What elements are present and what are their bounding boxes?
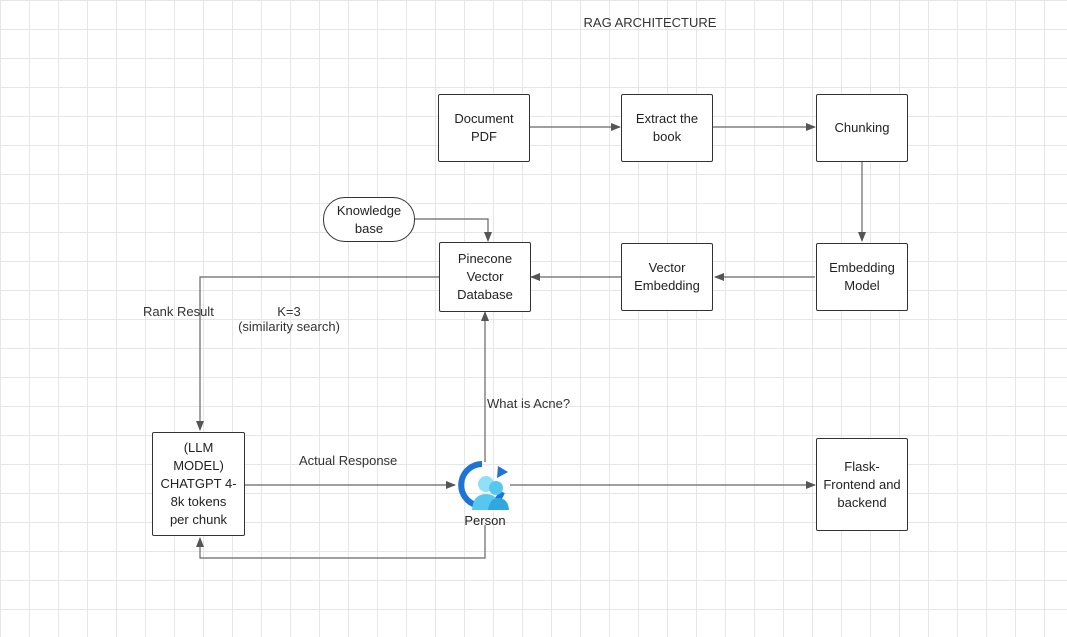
node-vector-embedding[interactable]: Vector Embedding — [621, 243, 713, 311]
node-knowledge-base[interactable]: Knowledge base — [323, 197, 415, 242]
node-flask[interactable]: Flask- Frontend and backend — [816, 438, 908, 531]
node-pinecone-db[interactable]: Pinecone Vector Database — [439, 242, 531, 312]
label-rank-result: Rank Result — [143, 304, 214, 319]
node-person-label: Person — [464, 513, 506, 528]
label-what-is-acne: What is Acne? — [487, 396, 571, 411]
node-document-pdf[interactable]: Document PDF — [438, 94, 530, 162]
node-extract-book[interactable]: Extract the book — [621, 94, 713, 162]
edge-pinecone-to-llm — [196, 276, 439, 431]
node-llm-model[interactable]: (LLM MODEL) CHATGPT 4- 8k tokens per chu… — [152, 432, 245, 536]
node-embedding-model[interactable]: Embedding Model — [816, 243, 908, 311]
label-actual-response: Actual Response — [299, 453, 398, 468]
person-sync-icon[interactable] — [452, 458, 514, 514]
edge-knowledge-base-to-pinecone — [415, 218, 492, 242]
diagram-title: RAG ARCHITECTURE — [583, 15, 717, 30]
label-k3: K=3 (similarity search) — [238, 304, 340, 334]
node-chunking[interactable]: Chunking — [816, 94, 908, 162]
